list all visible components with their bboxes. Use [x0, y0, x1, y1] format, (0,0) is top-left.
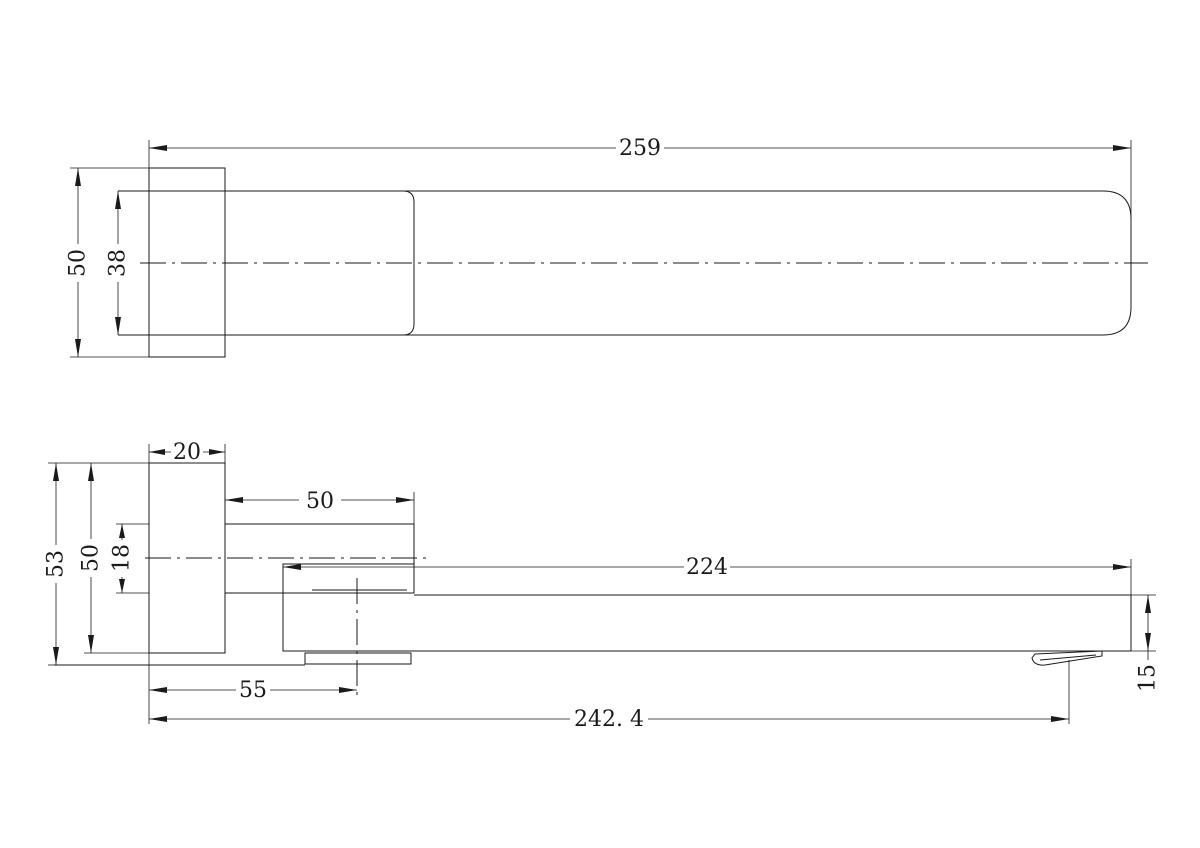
dim-53-arrow-bottom	[53, 647, 59, 665]
dim-2424-arrow-right	[1051, 716, 1069, 722]
dim-224-arrow-right	[1113, 564, 1131, 570]
dim-53-label: 53	[44, 550, 69, 578]
top-view: 259 50 38	[66, 136, 1148, 358]
dim-2424-arrow-left	[149, 716, 167, 722]
side-view: 20 50 224 53 50	[44, 440, 1161, 732]
dim-15-label: 15	[1136, 664, 1161, 692]
top-collar-outline	[402, 190, 415, 336]
dim-20-arrow-right	[209, 449, 225, 455]
side-spout-arm	[282, 593, 1131, 652]
dim-38-arrow-top	[115, 191, 121, 209]
dim-18-arrow-bottom	[119, 579, 125, 593]
dim-55-label: 55	[239, 678, 267, 703]
dim-20-arrow-left	[149, 449, 165, 455]
dim-18-arrow-top	[119, 524, 125, 538]
dim-53-arrow-top	[53, 463, 59, 481]
dim-18-label: 18	[110, 544, 135, 572]
dim-side50-arrow-bottom	[88, 635, 94, 653]
dim-259-arrow-right	[1113, 145, 1131, 151]
dim-side50-label: 50	[79, 544, 104, 572]
dim-top50-label: 50	[66, 249, 91, 277]
dim-259-label: 259	[619, 136, 661, 161]
dim-224-label: 224	[686, 555, 728, 580]
dim-top50-arrow-bottom	[75, 339, 81, 357]
dim-2424-label: 242. 4	[574, 707, 644, 732]
dim-38-label: 38	[106, 249, 131, 277]
side-spout-body	[282, 563, 415, 594]
dim-55-arrow-left	[149, 687, 167, 693]
dim-55-arrow-right	[339, 687, 357, 693]
side-outlet-detail	[1039, 654, 1097, 661]
dim-20-label: 20	[173, 440, 201, 465]
dim-side50-arrow-top	[88, 463, 94, 481]
dim-15-arrow-bottom	[1145, 633, 1151, 651]
side-outlet	[1031, 650, 1103, 666]
dim-38-arrow-bottom	[115, 317, 121, 335]
dim-collar50-arrow-right	[396, 497, 414, 503]
dim-collar50-label: 50	[306, 489, 334, 514]
dim-15-arrow-top	[1145, 595, 1151, 613]
dim-224-arrow-left	[283, 564, 301, 570]
dim-259-arrow-left	[149, 145, 167, 151]
dim-top50-arrow-top	[75, 168, 81, 186]
side-base-flange	[304, 652, 412, 665]
dim-collar50-arrow-left	[225, 497, 243, 503]
